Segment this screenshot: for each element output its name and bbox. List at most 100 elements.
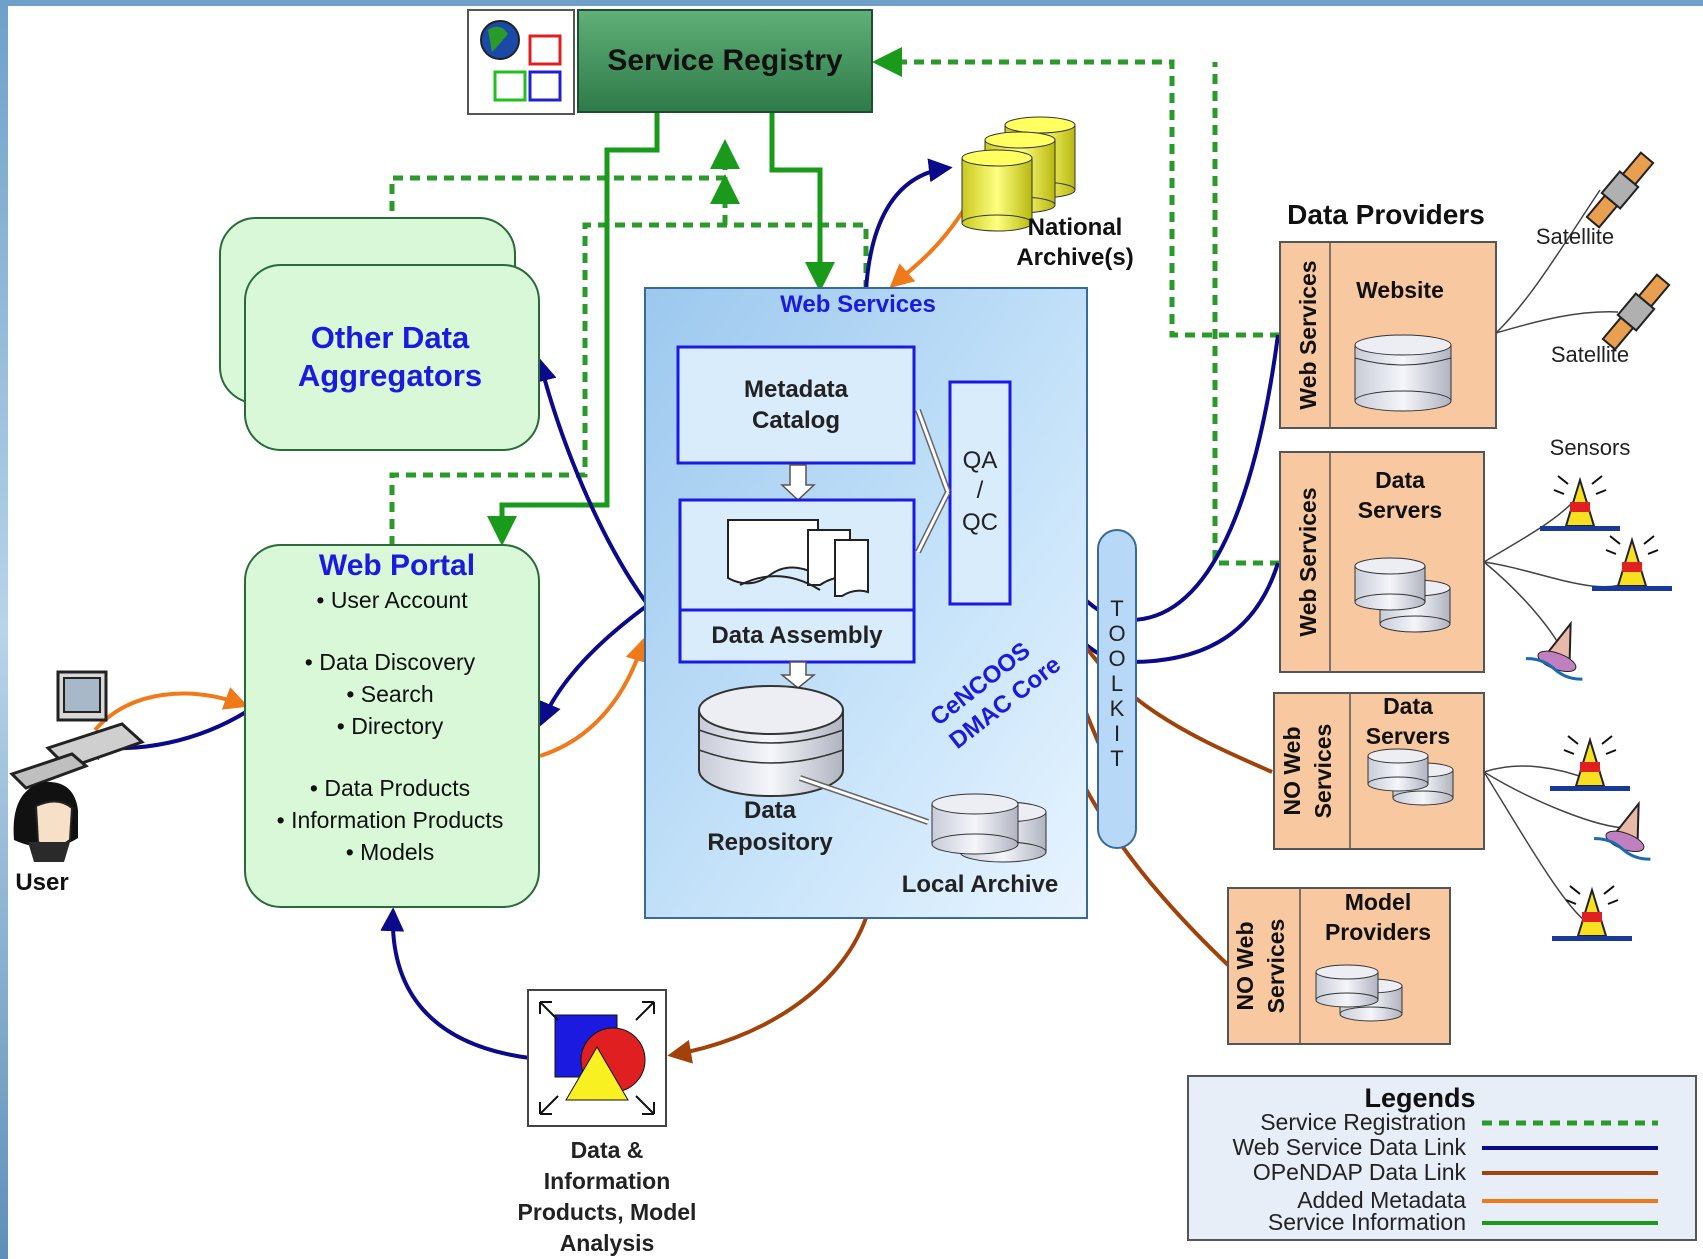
floating-buoy-icon xyxy=(1525,620,1583,681)
brown-core-to-products xyxy=(667,917,868,1064)
portal-item-models: • Models xyxy=(346,839,435,865)
satellite-icon xyxy=(1601,273,1671,351)
buoy-icon xyxy=(1550,735,1630,791)
provider-title-1: Data xyxy=(1383,693,1433,719)
metadata-label-2: Catalog xyxy=(752,407,840,434)
blue-products-to-portal xyxy=(380,907,531,1060)
provider-side-label-2: Services xyxy=(1310,724,1336,819)
provider-model-providers[interactable]: NO Web Services Model Providers xyxy=(1227,887,1451,1045)
provider-side-label-2: Services xyxy=(1263,919,1289,1014)
toolkit-letter: K xyxy=(1110,696,1125,721)
svcinfo-portal xyxy=(487,112,660,546)
orange-user-to-portal xyxy=(93,687,249,732)
window-edge xyxy=(0,0,8,1259)
other-data-aggregators[interactable]: Other Data Aggregators xyxy=(219,217,540,451)
aggregators-label-1: Other Data xyxy=(311,320,470,355)
toolkit[interactable]: T O O L K I T xyxy=(1097,529,1137,849)
provider-title-1: Data xyxy=(1375,467,1425,493)
metadata-to-assembly-arrow xyxy=(780,464,816,502)
service-registry[interactable]: Service Registry xyxy=(577,9,873,113)
provider-title-2: Servers xyxy=(1358,497,1442,523)
data-repository-disks xyxy=(698,685,844,797)
portal-item-data-discovery: • Data Discovery xyxy=(305,649,476,675)
data-assembly[interactable]: Data Assembly xyxy=(678,498,916,664)
repo-label-1: Data xyxy=(744,797,797,824)
national-archive-label-1: National xyxy=(1028,214,1123,241)
reg-link-providers xyxy=(872,47,1280,338)
national-archive-label-2: Archive(s) xyxy=(1016,244,1133,271)
service-registry-label: Service Registry xyxy=(607,44,842,77)
products-label-4: Analysis xyxy=(560,1230,655,1256)
repo-label-2: Repository xyxy=(707,829,833,856)
satellite-icon xyxy=(1585,151,1655,229)
reg-link-core xyxy=(389,222,869,548)
blue-core-to-archive xyxy=(864,158,953,291)
service-registry-icon xyxy=(467,9,575,115)
buoy-icon xyxy=(1592,535,1672,591)
satellite-label: Satellite xyxy=(1551,342,1629,367)
server-disk-icon xyxy=(1315,964,1403,1022)
legend: Legends Service Registration Web Service… xyxy=(1187,1075,1697,1241)
portal-item-directory: • Directory xyxy=(337,713,444,739)
dmac-core: Web Services Metadata Catalog Data Assem… xyxy=(644,287,1088,919)
portal-item-user-account: • User Account xyxy=(316,587,468,613)
provider-website[interactable]: Web Services Website xyxy=(1279,241,1497,429)
web-portal-title: Web Portal xyxy=(319,549,475,582)
products-icon xyxy=(527,989,667,1127)
toolkit-letter: T xyxy=(1110,596,1123,621)
orange-archive-to-core xyxy=(889,198,972,289)
data-assembly-label: Data Assembly xyxy=(711,622,883,649)
products-label-3: Products, Model xyxy=(518,1199,697,1225)
legend-label-metadata: Added Metadata xyxy=(1297,1187,1466,1213)
local-archive-disks xyxy=(931,793,1047,863)
qa-label: QA xyxy=(963,447,998,474)
computer-icon xyxy=(9,670,145,790)
provider-side-label: Web Services xyxy=(1295,260,1321,409)
blue-core-to-portal xyxy=(538,603,650,727)
toolkit-letter: O xyxy=(1108,621,1125,646)
instrument-links xyxy=(1483,189,1633,921)
user-avatar-icon xyxy=(13,781,78,862)
provider-data-servers-ws[interactable]: Web Services Data Servers xyxy=(1279,451,1485,673)
qa-slash: / xyxy=(977,477,984,504)
data-providers-title: Data Providers xyxy=(1287,199,1485,230)
provider-side-label-1: NO Web xyxy=(1279,726,1305,815)
provider-title-1: Model xyxy=(1345,889,1411,915)
provider-title-2: Servers xyxy=(1366,723,1450,749)
server-disk-icon xyxy=(1354,334,1452,412)
buoy-icon xyxy=(1540,475,1620,531)
server-disk-icon xyxy=(1367,748,1454,806)
toolkit-letter: L xyxy=(1111,671,1123,696)
provider-title: Website xyxy=(1356,277,1444,303)
buoy-icon xyxy=(1552,885,1632,941)
toolkit-letter: T xyxy=(1110,746,1123,771)
blue-core-to-aggregators xyxy=(533,357,650,607)
legend-label-service-info: Service Information xyxy=(1268,1209,1466,1235)
portal-item-information-products: • Information Products xyxy=(277,807,504,833)
user-label: User xyxy=(15,869,68,896)
reg-link-dataservers xyxy=(1212,62,1280,566)
qc-label: QC xyxy=(962,509,998,536)
svcinfo-core xyxy=(769,112,835,292)
floating-buoy-icon xyxy=(1593,800,1651,861)
portal-item-data-products: • Data Products xyxy=(310,775,470,801)
provider-title-2: Providers xyxy=(1325,919,1431,945)
web-services-header: Web Services xyxy=(780,291,936,318)
provider-side-label: Web Services xyxy=(1295,487,1321,636)
aggregators-label-2: Aggregators xyxy=(298,358,482,393)
national-archive-cylinders xyxy=(961,116,1076,232)
assembly-to-repo-arrow xyxy=(779,661,817,689)
legend-label-registration: Service Registration xyxy=(1260,1109,1466,1135)
toolkit-letter: I xyxy=(1114,721,1120,746)
satellite-label: Satellite xyxy=(1536,224,1614,249)
sensors-label: Sensors xyxy=(1550,435,1631,460)
metadata-catalog[interactable]: Metadata Catalog xyxy=(676,345,916,465)
documents-icon xyxy=(727,519,869,597)
provider-data-servers-nows[interactable]: NO Web Services Data Servers xyxy=(1273,692,1485,850)
web-portal[interactable]: Web Portal • User Account • Data Discove… xyxy=(244,544,540,908)
products-label-1: Data & xyxy=(571,1137,644,1163)
products-label-2: Information xyxy=(544,1168,671,1194)
orange-portal-to-core xyxy=(539,637,649,758)
qa-qc[interactable]: QA / QC xyxy=(948,380,1012,606)
